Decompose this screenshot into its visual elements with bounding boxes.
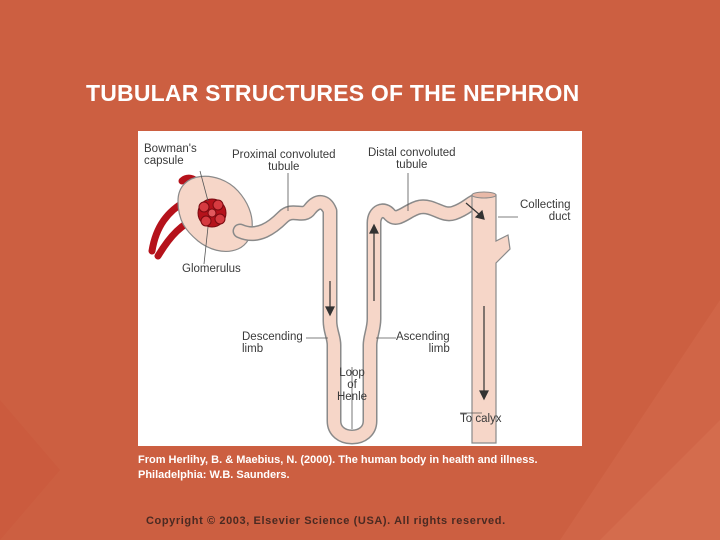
- nephron-diagram: Bowman's capsule Proximal convoluted tub…: [138, 131, 582, 446]
- caption-line-2: Philadelphia: W.B. Saunders.: [138, 469, 290, 481]
- label-ascending-limb: Ascending limb: [396, 331, 450, 355]
- caption-line-1: From Herlihy, B. & Maebius, N. (2000). T…: [138, 454, 538, 466]
- figure-caption: From Herlihy, B. & Maebius, N. (2000). T…: [138, 453, 538, 483]
- label-collecting-duct: Collecting duct: [520, 199, 571, 223]
- flow-arrows: [325, 202, 489, 401]
- slide-title: TUBULAR STRUCTURES OF THE NEPHRON: [86, 80, 580, 106]
- label-leader-lines: [199, 170, 518, 429]
- copyright-notice: Copyright © 2003, Elsevier Science (USA)…: [146, 515, 506, 527]
- glomerulus-tuft: [197, 198, 227, 228]
- label-loop-of-henle: Loop of Henle: [336, 367, 368, 403]
- label-proximal-tubule: Proximal convoluted tubule: [232, 149, 336, 173]
- collecting-duct-opening: [471, 191, 497, 199]
- label-bowmans-capsule: Bowman's capsule: [144, 143, 197, 167]
- label-glomerulus: Glomerulus: [182, 263, 241, 275]
- label-descending-limb: Descending limb: [242, 331, 303, 355]
- collecting-duct-shape: [471, 194, 511, 444]
- nephron-illustration: [148, 170, 518, 445]
- label-distal-tubule: Distal convoluted tubule: [368, 147, 456, 171]
- label-to-calyx: To calyx: [460, 413, 502, 425]
- tubule-lumen: [234, 195, 482, 443]
